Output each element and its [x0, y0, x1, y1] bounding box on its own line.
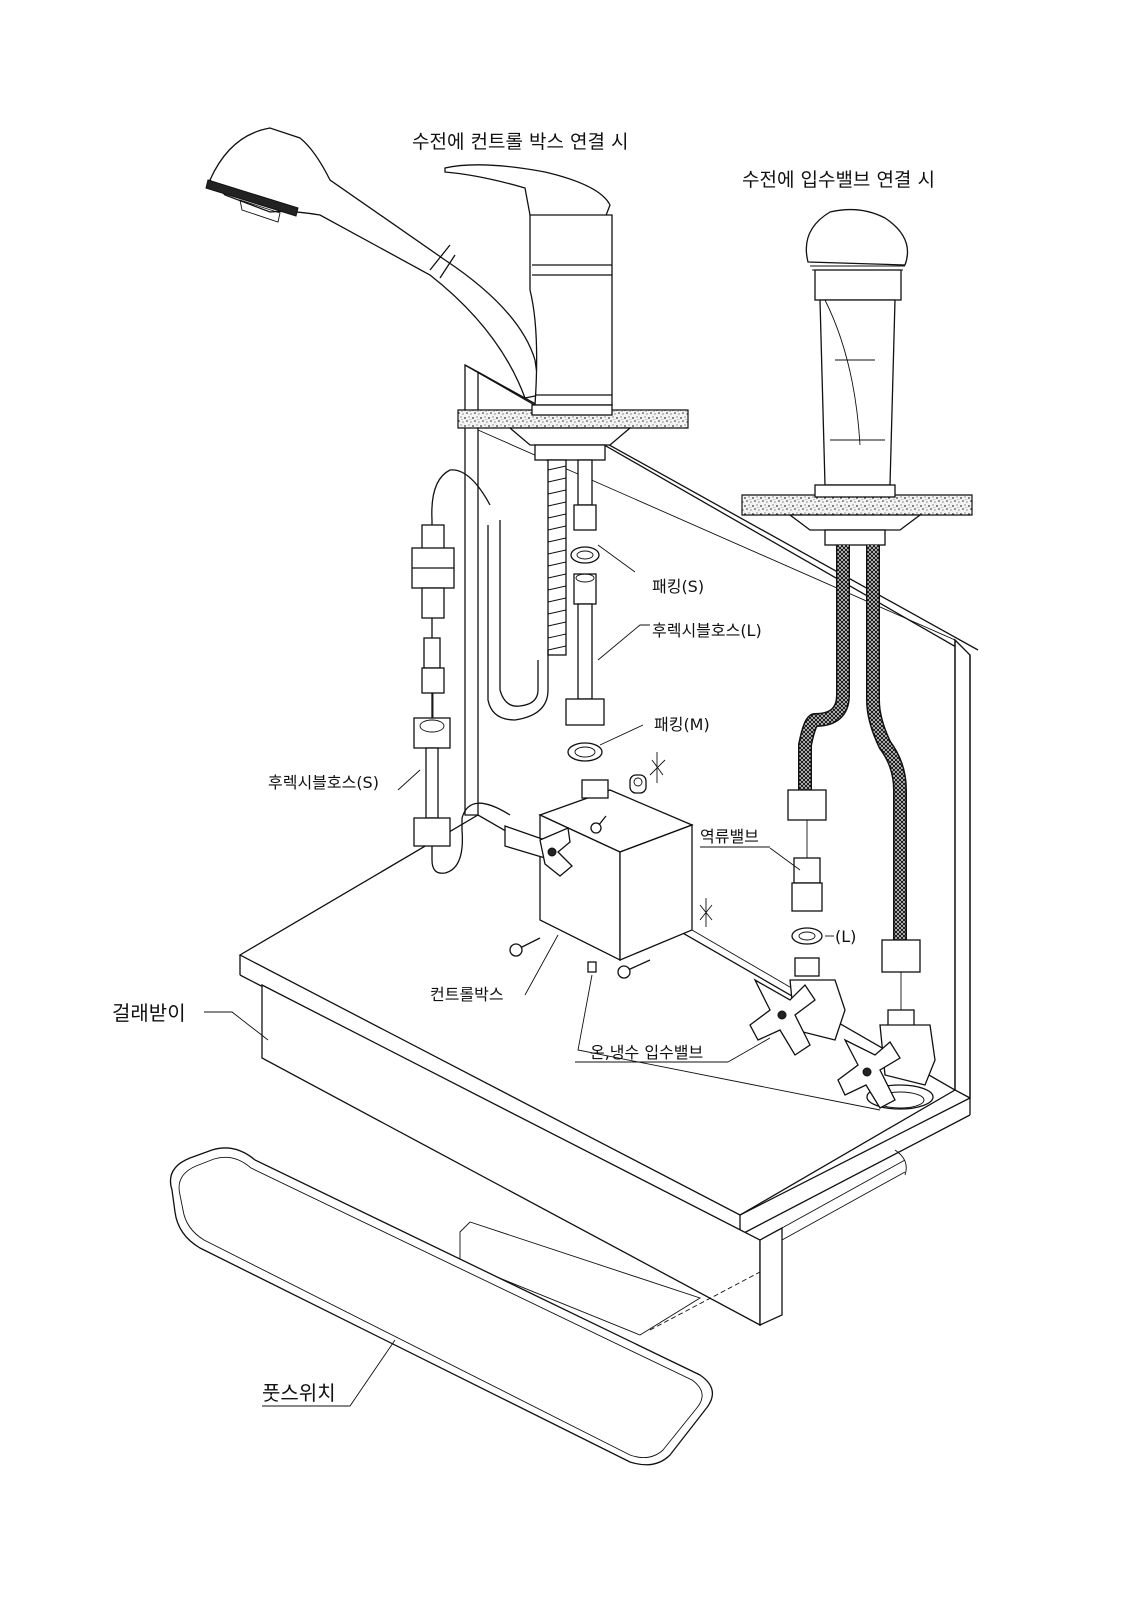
screw-icon	[509, 943, 523, 957]
cabinet-back-panel-edge	[464, 363, 479, 816]
screw-icon	[617, 965, 631, 979]
braided-hose-left	[799, 545, 849, 790]
label-cabinet-shelf: 걸래받이	[112, 1001, 186, 1025]
standard-faucet	[741, 208, 973, 1109]
packing-s-ring	[570, 546, 600, 564]
kick-plate-side	[759, 1226, 783, 1327]
spray-head-face	[205, 179, 299, 217]
label-packing-s: 패킹(S)	[652, 577, 704, 596]
label-packing-m: 패킹(M)	[654, 715, 710, 734]
control-box-assembly	[504, 752, 881, 1111]
heading-control-box: 수전에 컨트롤 박스 연결 시	[412, 131, 628, 153]
braided-hose-right	[867, 545, 906, 940]
faucet-lever	[444, 164, 611, 219]
pullout-faucet	[205, 127, 689, 874]
hose-nut-top	[413, 717, 451, 749]
hose-l-nut	[565, 698, 605, 726]
countertop-right	[741, 494, 973, 516]
packing-l-ring	[791, 927, 823, 945]
label-flexible-hose-l: 후렉시블호스(L)	[652, 621, 762, 640]
hose-nut-bottom	[413, 817, 451, 847]
faucet-handle-dome	[805, 208, 909, 266]
faucet-body	[529, 214, 613, 406]
cabinet-floor	[238, 814, 957, 1216]
label-check-valve: 역류밸브	[700, 827, 759, 846]
packing-m-ring	[567, 742, 603, 762]
label-control-box: 컨트롤박스	[430, 985, 504, 1004]
leader-lines	[204, 544, 834, 1407]
faucet-column	[819, 299, 896, 486]
cabinet-right-panel-edge	[954, 638, 971, 1100]
cabinet	[238, 363, 979, 1336]
label-foot-switch: 풋스위치	[262, 1381, 336, 1405]
pullout-spout	[209, 127, 541, 399]
label-inlet-valve: 온,냉수 입수밸브	[590, 1043, 703, 1062]
foot-switch	[169, 1147, 713, 1466]
label-packing-l: (L)	[835, 927, 856, 946]
heading-inlet-valve: 수전에 입수밸브 연결 시	[742, 169, 935, 191]
center-parts	[565, 546, 605, 762]
check-valve	[793, 857, 821, 884]
label-flexible-hose-s: 후렉시블호스(S)	[268, 773, 379, 792]
flexible-hose-l	[577, 603, 593, 700]
faucet-shank	[547, 459, 567, 656]
left-hose-assembly	[411, 524, 455, 847]
flexible-hose-s	[425, 747, 439, 819]
